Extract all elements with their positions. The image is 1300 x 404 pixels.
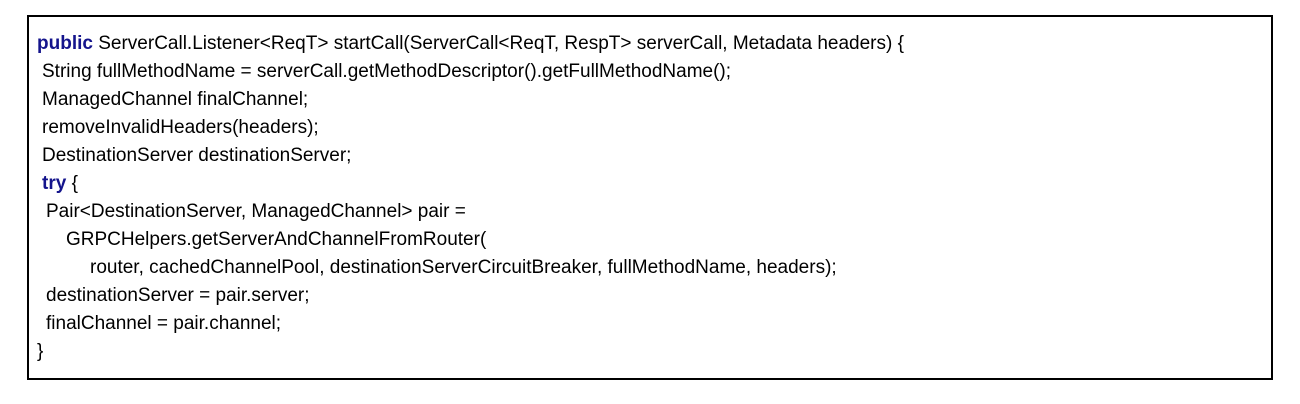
code-snippet-box: public ServerCall.Listener<ReqT> startCa…	[27, 15, 1273, 380]
code-text: {	[66, 173, 78, 194]
code-line: String fullMethodName = serverCall.getMe…	[37, 58, 1263, 86]
code-text: removeInvalidHeaders(headers);	[42, 117, 319, 138]
code-text: destinationServer = pair.server;	[46, 285, 310, 306]
code-line: removeInvalidHeaders(headers);	[37, 114, 1263, 142]
code-text: finalChannel = pair.channel;	[46, 313, 282, 334]
code-text: router, cachedChannelPool, destinationSe…	[90, 257, 837, 278]
code-text: GRPCHelpers.getServerAndChannelFromRoute…	[66, 229, 487, 250]
code-text: ServerCall.Listener<ReqT> startCall(Serv…	[92, 33, 904, 54]
code-line: public ServerCall.Listener<ReqT> startCa…	[37, 30, 1263, 58]
code-keyword: public	[37, 33, 93, 54]
code-keyword: try	[42, 173, 67, 194]
code-line: destinationServer = pair.server;	[37, 282, 1263, 310]
code-text: ManagedChannel finalChannel;	[42, 89, 309, 110]
code-text: DestinationServer destinationServer;	[42, 145, 352, 166]
code-line: router, cachedChannelPool, destinationSe…	[37, 254, 1263, 282]
code-line: ManagedChannel finalChannel;	[37, 86, 1263, 114]
code-line: try {	[37, 170, 1263, 198]
code-text: Pair<DestinationServer, ManagedChannel> …	[46, 201, 466, 222]
code-line: finalChannel = pair.channel;	[37, 310, 1263, 338]
code-text: }	[37, 341, 44, 362]
code-line: GRPCHelpers.getServerAndChannelFromRoute…	[37, 226, 1263, 254]
code-line: Pair<DestinationServer, ManagedChannel> …	[37, 198, 1263, 226]
code-line: }	[37, 338, 1263, 366]
code-text: String fullMethodName = serverCall.getMe…	[42, 61, 732, 82]
code-line: DestinationServer destinationServer;	[37, 142, 1263, 170]
